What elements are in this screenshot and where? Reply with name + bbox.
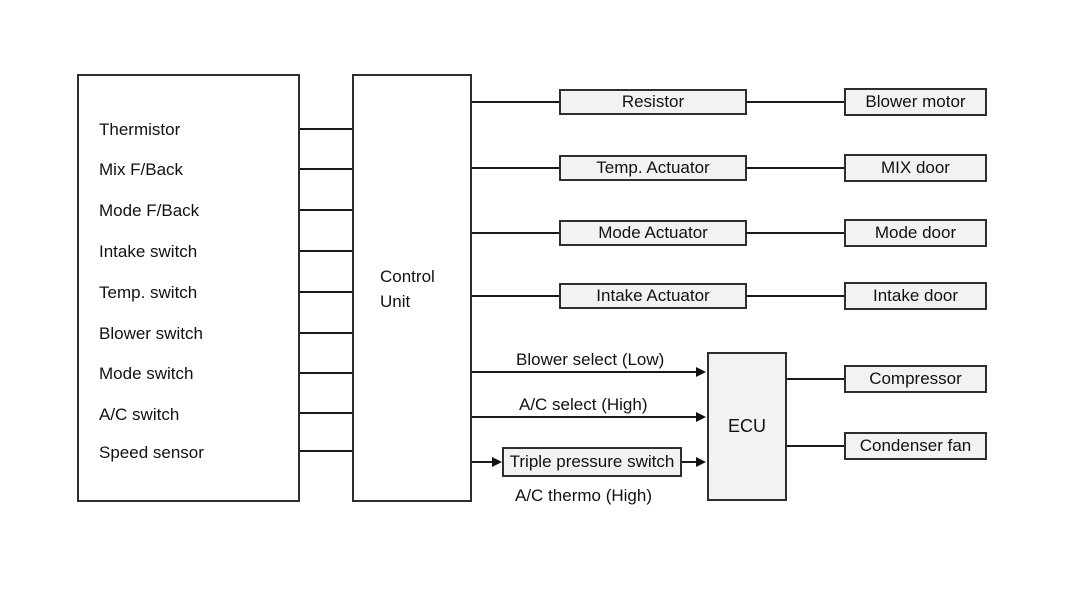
mode-actuator-box: Mode Actuator (559, 220, 747, 246)
condenser-fan-box: Condenser fan (844, 432, 987, 460)
wire (472, 371, 696, 373)
temp-actuator-box: Temp. Actuator (559, 155, 747, 181)
wire (472, 167, 560, 169)
arrow-icon (696, 457, 706, 467)
input-label-mix-fback: Mix F/Back (99, 160, 184, 179)
input-wire (300, 168, 352, 170)
input-wire (300, 128, 352, 130)
wire (746, 295, 845, 297)
input-wire (300, 332, 352, 334)
arrow-icon (696, 412, 706, 422)
signal-label-blower-select: Blower select (Low) (516, 350, 665, 369)
input-label-mode-switch: Mode switch (99, 364, 194, 383)
input-panel-box (77, 74, 300, 502)
input-label-blower-switch: Blower switch (99, 324, 203, 343)
ecu-box (707, 352, 787, 501)
resistor-box: Resistor (559, 89, 747, 115)
compressor-label: Compressor (869, 369, 962, 388)
wire (472, 232, 560, 234)
input-wire (300, 450, 352, 452)
temp-actuator-label: Temp. Actuator (596, 158, 710, 177)
triple-pressure-switch-label: Triple pressure switch (509, 452, 675, 471)
input-label-thermistor: Thermistor (99, 120, 181, 139)
compressor-box: Compressor (844, 365, 987, 393)
input-label-mode-fback: Mode F/Back (99, 201, 200, 220)
wire (472, 295, 560, 297)
triple-pressure-switch-box: Triple pressure switch (502, 447, 682, 477)
wire (746, 167, 845, 169)
input-wire (300, 412, 352, 414)
signal-label-ac-select: A/C select (High) (519, 395, 648, 414)
condenser-fan-label: Condenser fan (859, 436, 972, 455)
ac-thermo-label: A/C thermo (High) (515, 486, 652, 505)
mode-actuator-label: Mode Actuator (598, 223, 708, 242)
intake-door-box: Intake door (844, 282, 987, 310)
mode-door-box: Mode door (844, 219, 987, 247)
input-label-speed-sensor: Speed sensor (99, 443, 204, 462)
blower-motor-box: Blower motor (844, 88, 987, 116)
input-label-ac-switch: A/C switch (99, 405, 180, 424)
intake-door-label: Intake door (872, 286, 959, 305)
mode-door-label: Mode door (874, 223, 957, 242)
arrow-icon (492, 457, 502, 467)
wire (746, 232, 845, 234)
wire (472, 101, 560, 103)
wire (682, 461, 696, 463)
input-label-intake-switch: Intake switch (99, 242, 198, 261)
intake-actuator-label: Intake Actuator (596, 286, 710, 305)
arrow-icon (696, 367, 706, 377)
input-wire (300, 291, 352, 293)
wire (746, 101, 845, 103)
wire (472, 461, 492, 463)
mix-door-box: MIX door (844, 154, 987, 182)
intake-actuator-box: Intake Actuator (559, 283, 747, 309)
input-wire (300, 209, 352, 211)
input-wire (300, 372, 352, 374)
input-label-temp-switch: Temp. switch (99, 283, 198, 302)
blower-motor-label: Blower motor (865, 92, 966, 111)
wire (787, 445, 844, 447)
ecu-label: ECU (727, 416, 766, 436)
control-unit-box (352, 74, 472, 502)
resistor-label: Resistor (621, 92, 685, 111)
wire (787, 378, 844, 380)
control-unit-label: Control Unit (380, 267, 435, 311)
mix-door-label: MIX door (881, 158, 950, 177)
wire (472, 416, 696, 418)
input-wire (300, 250, 352, 252)
